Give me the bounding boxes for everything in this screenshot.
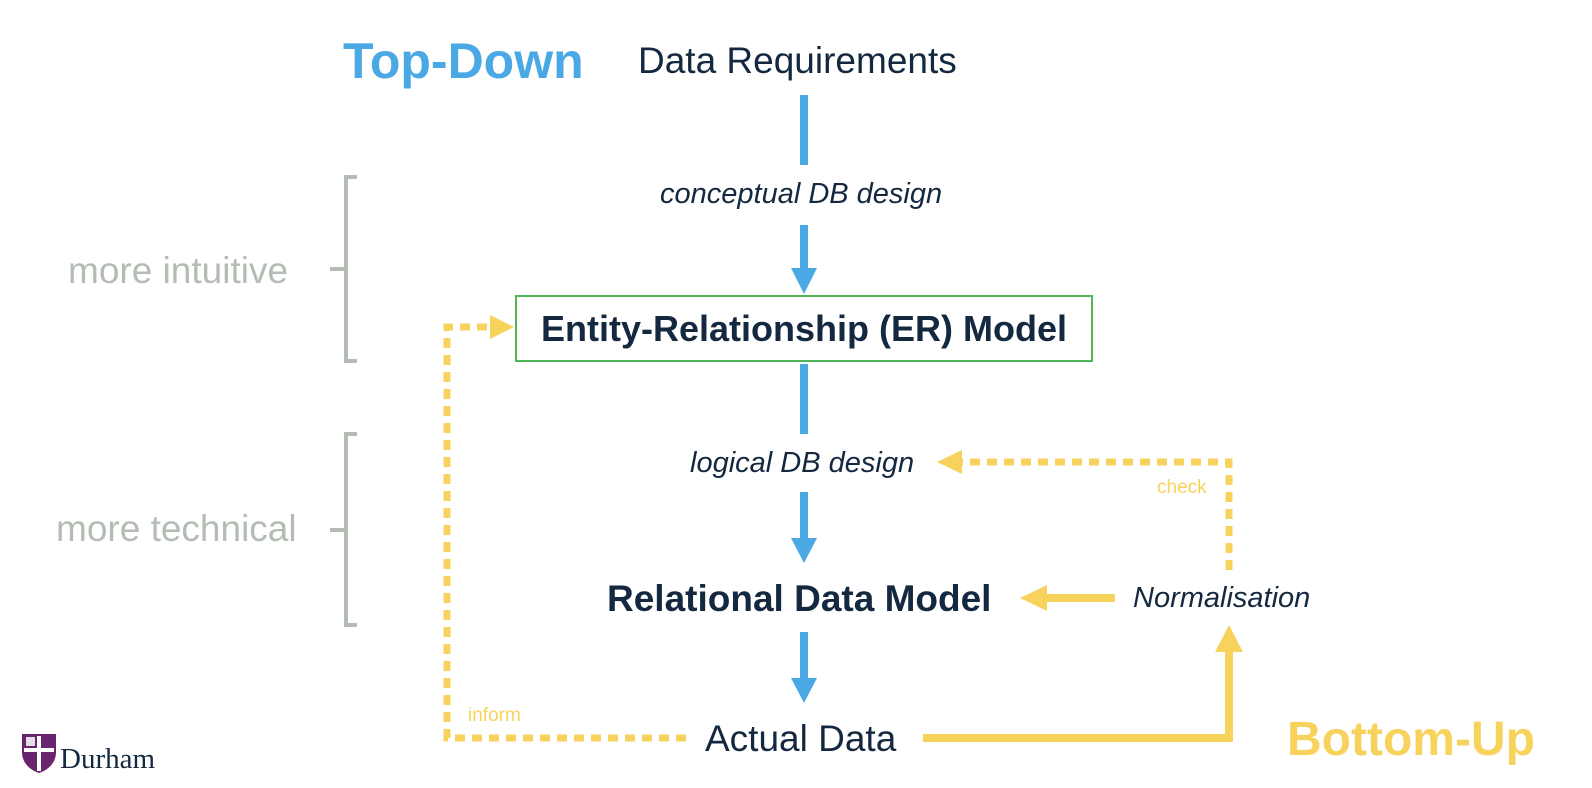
- top-down-title: Top-Down: [343, 33, 584, 89]
- inform-edge-label: inform: [468, 705, 521, 726]
- yellow-dotted-inform-path: [443, 323, 686, 742]
- yellow-dotted-check-path: [960, 458, 1233, 570]
- blue-arrowhead-actual: [791, 678, 817, 703]
- yellow-arrowhead-relational: [1020, 585, 1047, 611]
- durham-crest-icon: [22, 734, 56, 773]
- data-requirements-node: Data Requirements: [638, 40, 957, 81]
- durham-logo-text: Durham: [60, 743, 156, 775]
- blue-arrowhead-er: [791, 268, 817, 294]
- check-edge-label: check: [1157, 477, 1207, 498]
- er-model-node: Entity-Relationship (ER) Model: [515, 295, 1093, 362]
- bracket-technical: [330, 432, 357, 627]
- yellow-arrowhead-check: [937, 450, 962, 474]
- actual-data-node: Actual Data: [705, 718, 897, 759]
- more-intuitive-label: more intuitive: [68, 250, 289, 291]
- blue-arrowhead-relational: [791, 538, 817, 563]
- logical-design-label: logical DB design: [690, 447, 915, 479]
- er-model-label: Entity-Relationship (ER) Model: [541, 307, 1067, 349]
- more-technical-label: more technical: [56, 508, 297, 549]
- bottom-up-title: Bottom-Up: [1287, 713, 1535, 766]
- conceptual-design-label: conceptual DB design: [660, 178, 943, 210]
- durham-logo: Durham: [20, 732, 155, 774]
- yellow-solid-actual-to-normalisation: [923, 650, 1233, 742]
- normalisation-node: Normalisation: [1133, 582, 1311, 614]
- bracket-intuitive: [330, 175, 357, 363]
- relational-model-node: Relational Data Model: [607, 578, 992, 619]
- yellow-arrowhead-inform: [490, 315, 514, 339]
- yellow-arrowhead-normalisation: [1215, 625, 1243, 652]
